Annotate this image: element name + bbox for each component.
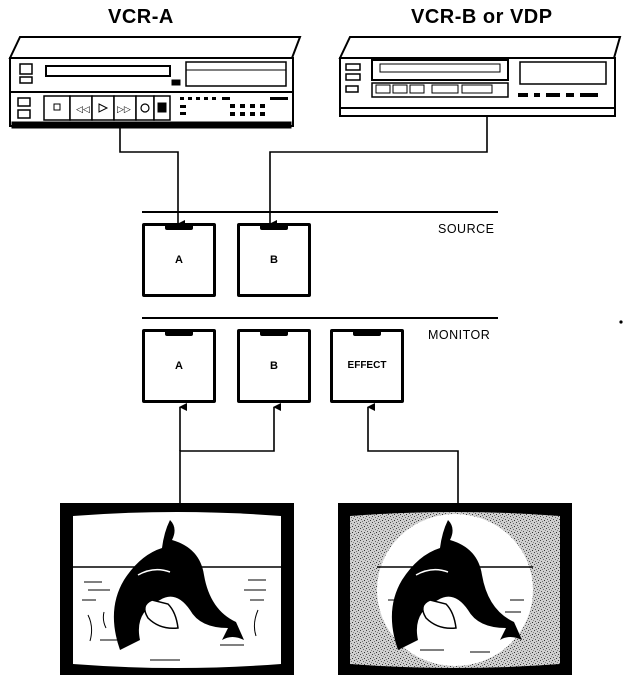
monitor-label: MONITOR: [428, 328, 491, 342]
stray-dot: [619, 320, 623, 324]
monitor-b-label: B: [270, 360, 278, 372]
dolphin-effect-icon: [391, 520, 522, 650]
vcr-a-title: VCR-A: [108, 6, 174, 28]
output-cables: [179, 403, 459, 503]
input-cables: [119, 116, 488, 228]
monitor-a-button[interactable]: A: [142, 329, 216, 403]
source-a-button[interactable]: A: [142, 223, 216, 297]
source-b-button[interactable]: B: [237, 223, 311, 297]
monitor-effect-button[interactable]: EFFECT: [330, 329, 404, 403]
source-label: SOURCE: [438, 222, 495, 236]
effect-picture-screen: [338, 503, 572, 675]
source-a-label: A: [175, 254, 183, 266]
normal-picture-screen: [60, 503, 294, 675]
svg-text:▷▷: ▷▷: [117, 105, 131, 115]
monitor-b-button[interactable]: B: [237, 329, 311, 403]
source-b-label: B: [270, 254, 278, 266]
vcr-a-device: ◁◁ ▷▷: [8, 36, 302, 129]
svg-text:◁◁: ◁◁: [76, 105, 90, 115]
vcr-b-title: VCR-B or VDP: [411, 6, 553, 28]
monitor-effect-label: EFFECT: [347, 360, 387, 371]
monitor-a-label: A: [175, 360, 183, 372]
vcr-b-device: [338, 36, 622, 117]
dolphin-icon: [113, 520, 244, 650]
